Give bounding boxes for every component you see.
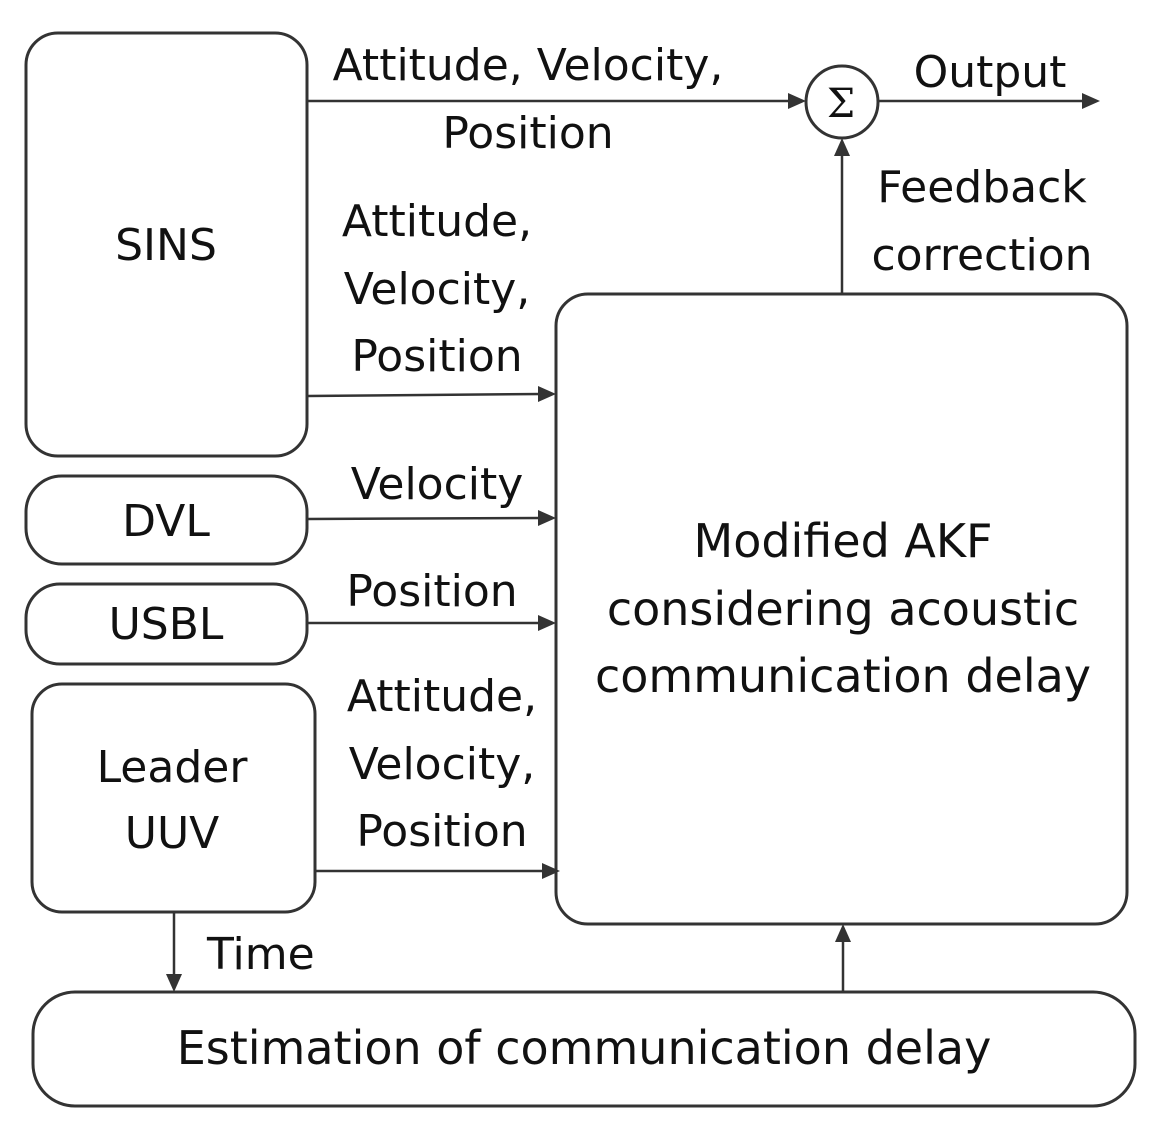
arrow-leader-to-estimation	[166, 912, 182, 992]
signal-label-dvl-to-akf: Velocity	[351, 459, 524, 510]
leader-uuv-label-line1: Leader	[97, 742, 249, 793]
signal-label-sins-to-sum-line1: Attitude, Velocity,	[333, 40, 724, 91]
usbl-label: USBL	[109, 599, 224, 650]
akf-label-line3: communication delay	[595, 649, 1091, 703]
estimation-label: Estimation of communication delay	[177, 1021, 992, 1075]
signal-label-sins-to-akf-line2: Velocity,	[344, 264, 531, 315]
sins-label: SINS	[115, 220, 217, 271]
arrow-leader-to-akf	[315, 863, 560, 879]
estimation-block: Estimation of communication delay	[31, 990, 1137, 1108]
arrow-estimation-to-akf	[835, 924, 851, 992]
arrow-feedback	[834, 138, 850, 294]
arrow-sins-to-sum	[307, 93, 806, 109]
arrow-usbl-to-akf	[307, 615, 556, 631]
signal-label-feedback-line2: correction	[871, 230, 1092, 281]
signal-label-leader-to-akf-line1: Attitude,	[347, 671, 537, 722]
signal-label-feedback-line1: Feedback	[877, 162, 1087, 213]
signal-label-time: Time	[206, 929, 315, 980]
dvl-block: DVL	[24, 474, 309, 566]
signal-label-leader-to-akf-line3: Position	[356, 806, 527, 857]
arrow-sins-to-akf	[306, 386, 556, 402]
arrow-dvl-to-akf	[306, 510, 556, 526]
signal-label-sins-to-akf-line3: Position	[351, 331, 522, 382]
arrow-output	[878, 93, 1100, 109]
signal-label-sins-to-akf-line1: Attitude,	[342, 196, 532, 247]
signal-label-output: Output	[914, 47, 1067, 98]
signal-label-sins-to-sum-line2: Position	[442, 108, 613, 159]
sum-junction: Σ	[804, 64, 880, 140]
leader-uuv-block: Leader UUV	[30, 682, 317, 914]
signal-label-leader-to-akf-line2: Velocity,	[349, 739, 536, 790]
signal-label-usbl-to-akf: Position	[346, 566, 517, 617]
usbl-block: USBL	[24, 582, 309, 666]
akf-block: Modified AKF considering acoustic commun…	[554, 292, 1129, 926]
sum-symbol: Σ	[827, 81, 855, 127]
akf-label-line2: considering acoustic	[607, 582, 1079, 636]
sins-block: SINS	[24, 31, 309, 458]
dvl-label: DVL	[122, 496, 210, 547]
leader-uuv-label-line2: UUV	[125, 808, 220, 859]
akf-label-line1: Modified AKF	[694, 514, 993, 568]
